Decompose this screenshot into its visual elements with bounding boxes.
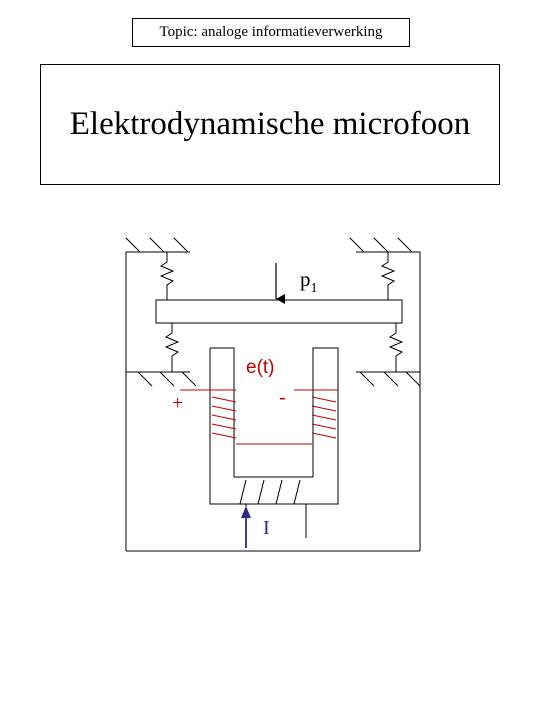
base-line-right	[356, 371, 421, 387]
base-line-left	[126, 371, 197, 387]
minus-terminal-label: -	[279, 387, 286, 409]
topic-box: Topic: analoge informatieverwerking	[132, 18, 410, 47]
emf-label: e(t)	[246, 357, 275, 378]
spring-bottom-left	[164, 323, 180, 372]
excitation-winding	[239, 479, 307, 538]
spring-top-right	[380, 252, 396, 300]
spring-bottom-right	[388, 323, 404, 372]
current-label: I	[263, 517, 270, 539]
housing-frame	[125, 251, 421, 552]
page-title: Elektrodynamische microfoon	[69, 106, 471, 142]
topic-label: Topic: analoge informatieverwerking	[159, 24, 383, 40]
pressure-label: p1	[300, 267, 318, 296]
top-right-hatching	[349, 237, 413, 253]
plus-terminal-label: +	[172, 392, 183, 414]
current-arrow	[241, 506, 251, 548]
title-box: Elektrodynamische microfoon	[40, 64, 500, 185]
spring-top-left	[159, 252, 175, 300]
top-left-hatching	[125, 237, 189, 253]
moving-coil	[180, 389, 338, 445]
permanent-magnet	[209, 347, 339, 505]
diaphragm-plate	[155, 299, 403, 324]
